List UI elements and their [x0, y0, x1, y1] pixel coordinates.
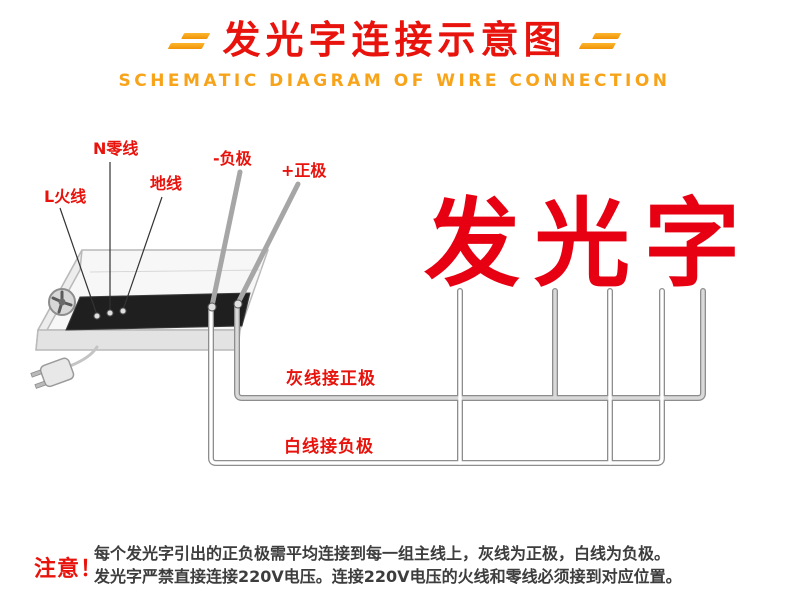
- header: 发光字连接示意图 SCHEMATIC DIAGRAM OF WIRE CONNE…: [0, 18, 789, 91]
- label-neutral-wire: N零线: [93, 139, 139, 158]
- label-pointer-lines: [59, 162, 163, 316]
- title-row: 发光字连接示意图: [0, 18, 789, 62]
- label-white-wire-negative: 白线接负极: [284, 437, 374, 457]
- title-decoration-left-icon: [166, 29, 213, 53]
- sign-text: 发光字: [424, 188, 754, 300]
- label-gray-wire-positive: 灰线接正极: [286, 369, 376, 389]
- white-negative-wire: [209, 289, 664, 465]
- label-positive-pole: +正极: [281, 161, 327, 180]
- title-decoration-right-icon: [576, 29, 623, 53]
- page-title: 发光字连接示意图: [222, 18, 567, 62]
- notice-body: 每个发光字引出的正负极需平均连接到每一组主线上，灰线为正极，白线为负极。 发光字…: [94, 542, 774, 588]
- terminal-dots: [93, 299, 243, 320]
- positive-pole-wire: [235, 181, 301, 306]
- notice-line-1: 每个发光字引出的正负极需平均连接到每一组主线上，灰线为正极，白线为负极。: [94, 544, 671, 563]
- power-cable: [68, 345, 99, 368]
- fan-icon: [48, 288, 76, 316]
- label-ground-wire: 地线: [150, 174, 183, 193]
- plug-icon: [30, 357, 75, 389]
- gray-positive-wire: [235, 289, 705, 400]
- notice-line-2: 发光字严禁直接连接220V电压。连接220V电压的火线和零线必须接到对应位置。: [94, 567, 682, 586]
- label-negative-pole: -负极: [213, 149, 252, 168]
- label-live-wire: L火线: [44, 187, 87, 206]
- notice-label: 注意！: [34, 557, 104, 582]
- negative-pole-wire: [209, 169, 243, 309]
- page-subtitle: SCHEMATIC DIAGRAM OF WIRE CONNECTION: [118, 70, 671, 91]
